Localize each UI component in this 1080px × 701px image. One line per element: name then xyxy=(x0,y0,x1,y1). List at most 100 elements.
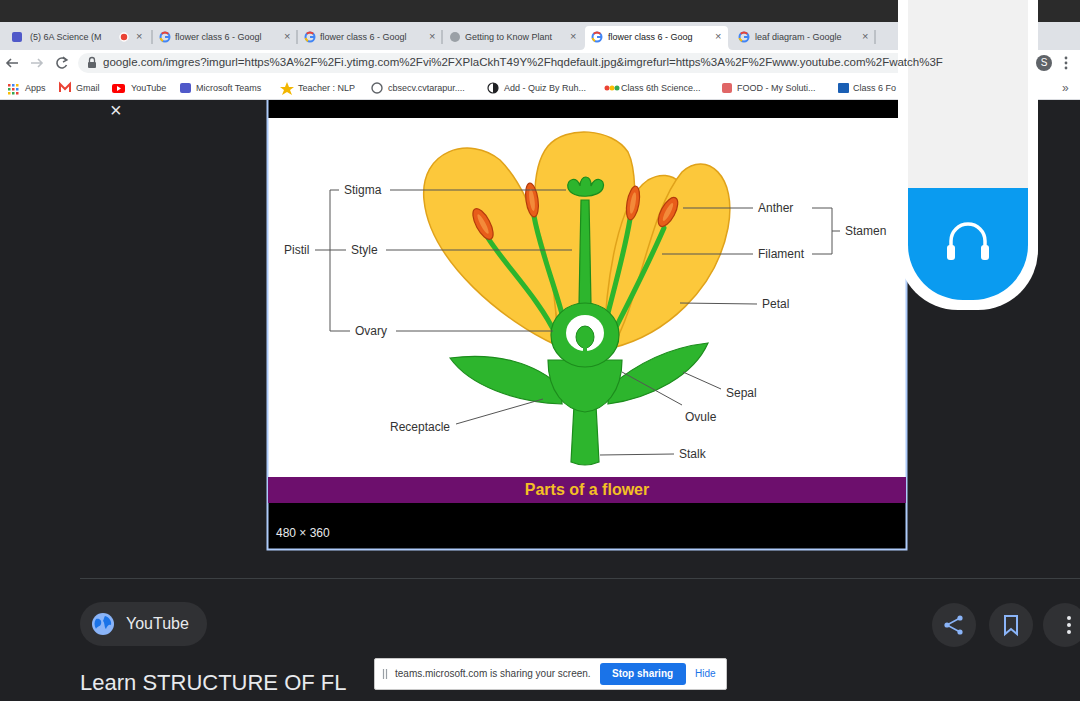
leader-lines-part xyxy=(812,208,840,254)
bookmark-icons-part xyxy=(610,86,615,91)
part-label: Petal xyxy=(762,297,789,311)
tab-close: × xyxy=(429,30,435,43)
flower-illustration-part xyxy=(476,189,675,235)
bookmark-icons-part xyxy=(180,83,191,93)
audio-widget-part xyxy=(981,245,989,260)
bookmark-icons-part xyxy=(8,84,11,87)
tab-close: × xyxy=(284,30,290,43)
part-label: Anther xyxy=(758,201,793,215)
bookmark-icons-part xyxy=(488,83,498,93)
browser-chrome-part-part xyxy=(297,30,298,44)
bookmark-icons-part xyxy=(605,86,610,91)
bookmark: Add - Quiz By Ruh... xyxy=(504,83,586,94)
leader-lines xyxy=(315,190,840,455)
browser-chrome-part xyxy=(1065,67,1068,70)
action-buttons-part xyxy=(1067,616,1071,620)
bookmark-icons-part xyxy=(16,92,19,95)
action-buttons-part xyxy=(1005,616,1017,634)
source-pill: YouTube xyxy=(80,602,207,646)
part-label: Receptacle xyxy=(390,420,450,434)
part-label: Ovary xyxy=(355,324,387,338)
leader-lines-part xyxy=(386,250,572,251)
browser-chrome-part xyxy=(152,30,875,44)
flower-illustration xyxy=(424,132,730,465)
tab-title: flower class 6 - Googl xyxy=(320,32,407,43)
browser-chrome-part-part xyxy=(442,30,443,44)
browser-chrome-part xyxy=(7,59,18,67)
leader-lines-part xyxy=(390,190,566,191)
part-label: Ovule xyxy=(685,410,716,424)
button-label: Stop sharing xyxy=(612,663,673,685)
bookmark-icons-part xyxy=(722,83,732,93)
browser-chrome-part xyxy=(1065,57,1068,60)
separator xyxy=(80,578,1080,579)
audio-widget-part xyxy=(898,0,1038,310)
action-buttons xyxy=(932,603,1080,647)
bookmark-icons-part xyxy=(493,83,498,93)
audio-widget-part xyxy=(951,224,985,256)
leader-lines-part xyxy=(456,399,543,424)
image-frame-art-part xyxy=(268,118,906,477)
part-label: Sepal xyxy=(726,386,757,400)
flower-illustration-part-part xyxy=(469,206,497,243)
tab-close: × xyxy=(862,30,868,43)
flower-illustration-part-part xyxy=(608,343,708,404)
image-frame-art-part xyxy=(268,100,907,550)
preview-panel xyxy=(0,100,1080,701)
leader-lines-part xyxy=(662,254,753,255)
source-name: YouTube xyxy=(126,602,189,646)
browser-chrome-part xyxy=(31,59,42,67)
bookmark-icons-part xyxy=(60,84,70,92)
leader-lines-part xyxy=(330,190,350,331)
bookmark: Class 6th Science... xyxy=(621,83,701,94)
bookmark: Gmail xyxy=(76,83,100,94)
flower-illustration-part-part xyxy=(661,202,675,222)
browser-chrome-part xyxy=(740,32,749,41)
bookmark: FOOD - My Soluti... xyxy=(737,83,816,94)
browser-chrome-part xyxy=(450,32,460,42)
tab-close: × xyxy=(715,30,721,43)
flower-illustration-part-part xyxy=(424,148,557,345)
flower-illustration-part-part xyxy=(612,228,664,335)
grip-line xyxy=(386,669,387,679)
bookmark: Teacher : NLP xyxy=(298,83,355,94)
bookmark-icons-part xyxy=(12,88,15,91)
bookmark-icons-part xyxy=(8,88,11,91)
band-title: Parts of a flower xyxy=(268,477,906,503)
leader-lines-part xyxy=(600,454,674,455)
bookmark-icons-part xyxy=(615,86,620,91)
leader-lines-part xyxy=(622,372,682,405)
bookmark: cbsecv.cvtarapur.... xyxy=(388,83,465,94)
flower-illustration-part-part xyxy=(654,195,681,230)
sharing-message: teams.microsoft.com is sharing your scre… xyxy=(395,668,591,679)
audio-widget xyxy=(898,0,1038,310)
browser-chrome-part xyxy=(90,58,95,63)
bookmark-icons-part xyxy=(117,86,121,91)
sharing-bar: teams.microsoft.com is sharing your scre… xyxy=(374,658,727,690)
tab-title: flower class 6 - Goog xyxy=(608,32,693,43)
bookmark-icons-part xyxy=(12,84,15,87)
part-label: Stamen xyxy=(845,224,886,238)
avatar-letter: S xyxy=(1036,55,1052,71)
leader-lines-part xyxy=(315,250,346,251)
flower-illustration-part xyxy=(450,177,708,465)
leader-lines-part xyxy=(683,372,721,389)
browser-chrome-part xyxy=(88,62,96,68)
image-frame-art-part xyxy=(268,503,906,549)
audio-widget-part xyxy=(908,188,1028,300)
browser-chrome-part xyxy=(306,32,315,41)
tab-title: (5) 6A Science (M xyxy=(30,32,102,43)
globe-disc xyxy=(92,613,114,635)
browser-chrome-part xyxy=(593,32,602,41)
leader-lines-part xyxy=(683,208,753,209)
action-buttons-part xyxy=(1043,603,1080,647)
leader-lines-part xyxy=(396,331,553,332)
grip-icon xyxy=(382,668,388,680)
audio-widget-part xyxy=(908,0,1028,188)
result-title: Learn STRUCTURE OF FL xyxy=(80,670,347,696)
part-label: Stalk xyxy=(679,447,706,461)
audio-widget-part xyxy=(947,245,955,260)
bookmark: Microsoft Teams xyxy=(196,83,261,94)
